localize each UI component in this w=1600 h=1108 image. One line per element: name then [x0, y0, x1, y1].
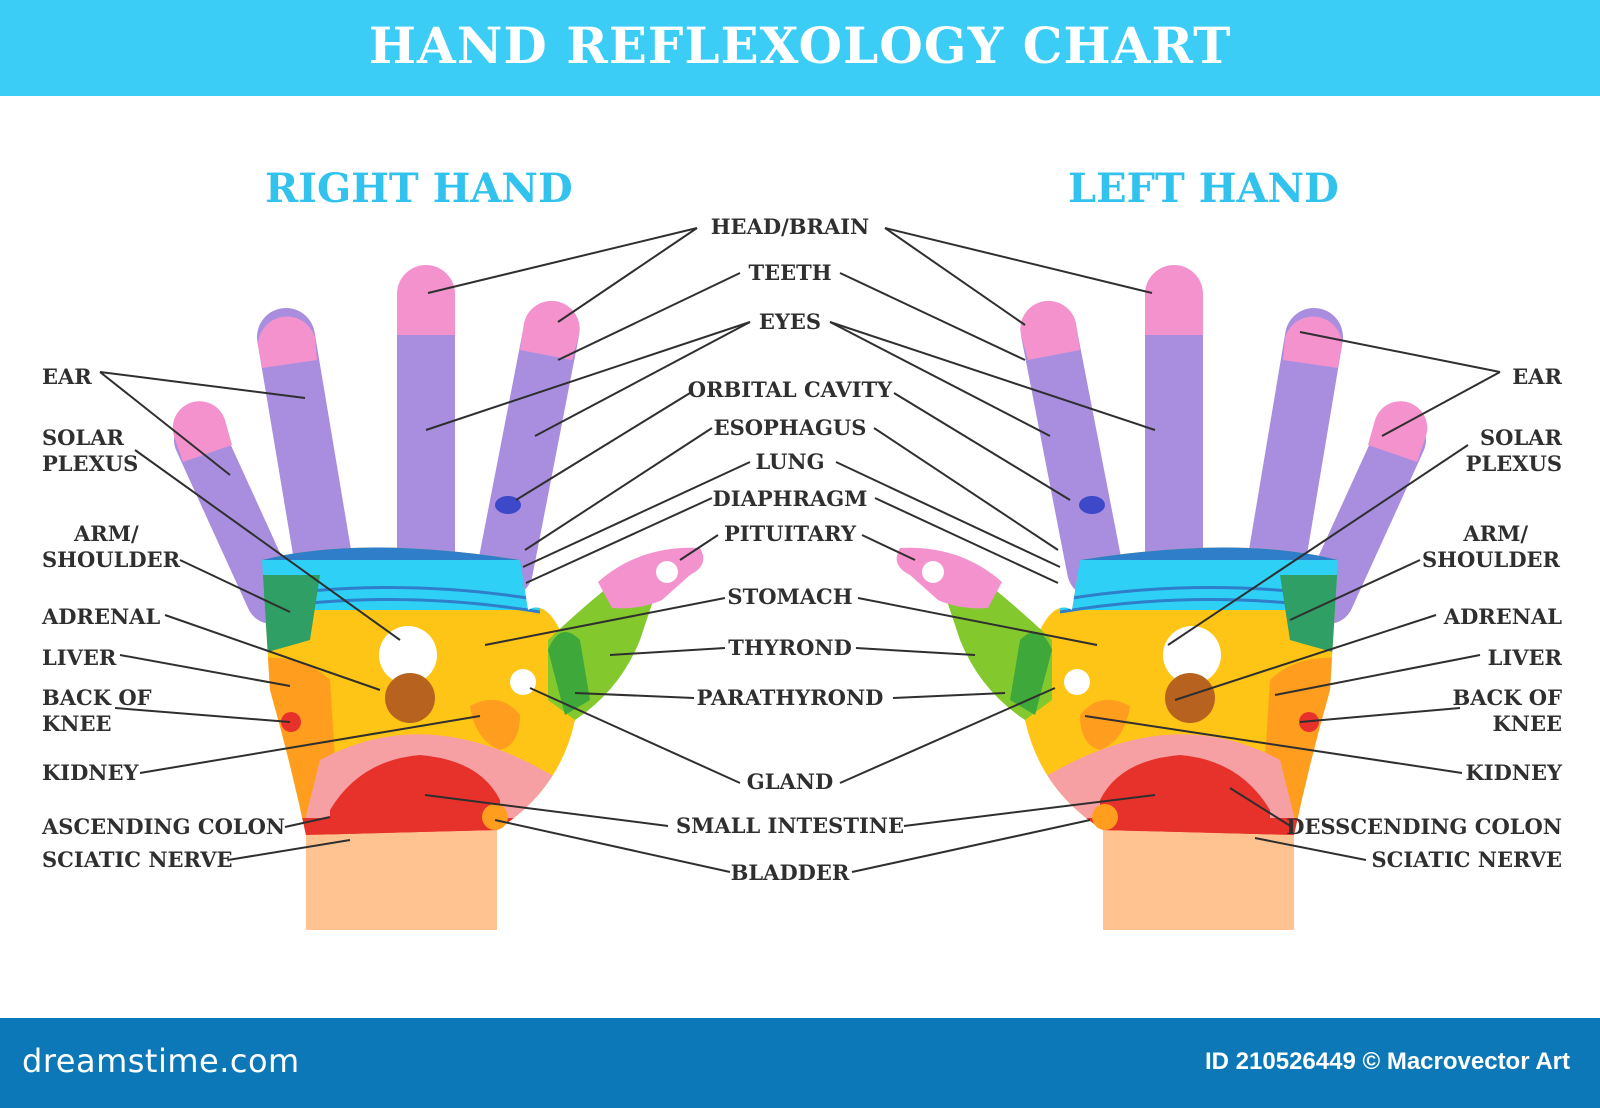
label-back-of-left-hand: BACK OF	[1452, 685, 1562, 710]
label-arm-left-hand: ARM/	[1463, 521, 1528, 546]
label-solar-right-hand: SOLAR	[42, 425, 124, 450]
label-lung: LUNG	[755, 449, 825, 474]
title-banner: HAND REFLEXOLOGY CHART	[0, 0, 1600, 96]
right-thumb-tip	[598, 547, 704, 609]
label-ear-right-hand: EAR	[42, 364, 92, 389]
label-back-of-right-hand: BACK OF	[42, 685, 152, 710]
left-hand-illustration	[896, 265, 1428, 930]
label-knee-left-hand: KNEE	[1492, 711, 1562, 736]
label-shoulder-right-hand: SHOULDER	[42, 547, 181, 572]
label-plexus-left-hand: PLEXUS	[1465, 451, 1562, 476]
right-hand-title: RIGHT HAND	[265, 165, 573, 212]
label-liver-right-hand: LIVER	[42, 645, 117, 670]
label-stomach: STOMACH	[727, 584, 853, 609]
label-head-brain: HEAD/BRAIN	[710, 214, 870, 239]
label-thyrond: THYROND	[728, 635, 852, 660]
label-pituitary: PITUITARY	[724, 521, 856, 546]
label-kidney-right-hand: KIDNEY	[42, 760, 139, 785]
label-shoulder-left-hand: SHOULDER	[1421, 547, 1560, 572]
label-diaphragm: DIAPHRAGM	[712, 486, 868, 511]
image-credit: ID 210526449 © Macrovector Art	[1205, 1048, 1570, 1075]
footer-bar: dreamstime.com ID 210526449 © Macrovecto…	[0, 1018, 1600, 1108]
dreamstime-logo: dreamstime.com	[22, 1042, 300, 1080]
label-bladder: BLADDER	[730, 860, 850, 885]
leader-lines	[99, 227, 1501, 873]
label-adrenal-left-hand: ADRENAL	[1443, 604, 1562, 629]
right-wrist	[306, 820, 497, 930]
label-sciatic-nerve-left-hand: SCIATIC NERVE	[1371, 847, 1562, 872]
label-eyes: EYES	[758, 309, 822, 334]
label-liver-left-hand: LIVER	[1487, 645, 1562, 670]
label-desscending-colon: DESSCENDING COLON	[1286, 814, 1562, 839]
label-small-intestine: SMALL INTESTINE	[675, 813, 905, 838]
label-esophagus: ESOPHAGUS	[713, 415, 867, 440]
reflexology-diagram	[99, 227, 1501, 930]
label-solar-left-hand: SOLAR	[1480, 425, 1562, 450]
label-ascending-colon: ASCENDING COLON	[42, 814, 286, 839]
label-sciatic-nerve-right-hand: SCIATIC NERVE	[42, 847, 233, 872]
right-fingers	[174, 273, 579, 624]
label-plexus-right-hand: PLEXUS	[42, 451, 139, 476]
label-adrenal-right-hand: ADRENAL	[42, 604, 161, 629]
page-title: HAND REFLEXOLOGY CHART	[368, 16, 1232, 75]
label-gland: GLAND	[746, 769, 834, 794]
right-fingertips	[172, 265, 580, 462]
label-kidney-left-hand: KIDNEY	[1465, 760, 1562, 785]
label-ear-left-hand: EAR	[1512, 364, 1562, 389]
label-teeth: TEETH	[748, 260, 832, 285]
label-arm-right-hand: ARM/	[74, 521, 139, 546]
label-knee-right-hand: KNEE	[42, 711, 112, 736]
label-orbital-cavity: ORBITAL CAVITY	[687, 377, 893, 402]
label-parathyrond: PARATHYROND	[696, 685, 884, 710]
left-hand-title: LEFT HAND	[1068, 165, 1339, 212]
